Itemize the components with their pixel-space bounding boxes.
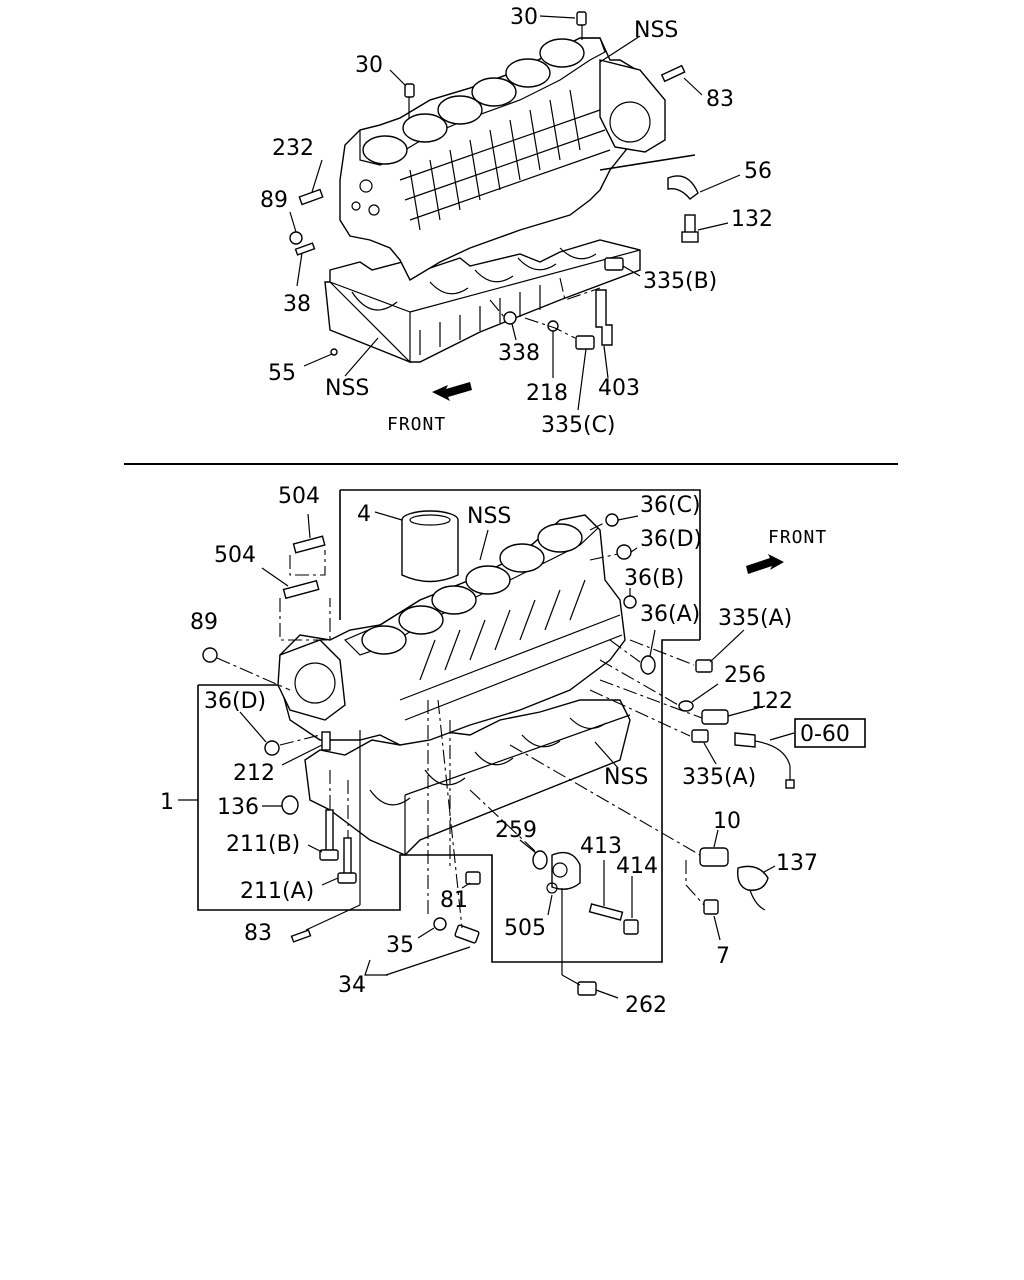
label-nss: NSS (325, 376, 369, 401)
label-36d: 36(D) (204, 689, 266, 714)
label-10: 10 (713, 809, 741, 834)
reference-box-label: 0-60 (800, 722, 850, 747)
label-211b: 211(B) (226, 832, 300, 857)
label-259: 259 (495, 818, 537, 843)
bottom-cylinder-block (197, 489, 701, 963)
label-505: 505 (504, 916, 546, 941)
label-36b: 36(B) (624, 566, 684, 591)
label-38: 38 (283, 292, 311, 317)
label-55: 55 (268, 361, 296, 386)
label-122: 122 (751, 689, 793, 714)
label-89: 89 (190, 610, 218, 635)
label-81: 81 (440, 888, 468, 913)
top-parts (289, 11, 741, 411)
label-262: 262 (625, 993, 667, 1018)
label-338: 338 (498, 341, 540, 366)
label-212: 212 (233, 761, 275, 786)
label-30-top: 30 (510, 5, 538, 30)
label-504: 504 (278, 484, 320, 509)
label-nss: NSS (604, 765, 648, 790)
label-36a: 36(A) (640, 602, 700, 627)
bottom-labels: 504 504 4 NSS 36(C) 36(D) 36(B) 36(A) 33… (160, 484, 850, 1018)
label-56: 56 (744, 159, 772, 184)
label-335a: 335(A) (718, 606, 792, 631)
label-35: 35 (386, 933, 414, 958)
label-504: 504 (214, 543, 256, 568)
label-218: 218 (526, 381, 568, 406)
label-403: 403 (598, 376, 640, 401)
label-335a: 335(A) (682, 765, 756, 790)
label-4: 4 (357, 502, 371, 527)
label-232: 232 (272, 136, 314, 161)
label-7: 7 (716, 944, 730, 969)
top-cylinder-block (324, 37, 666, 364)
label-335b: 335(B) (643, 269, 717, 294)
reference-box (794, 718, 866, 748)
bottom-parts (178, 510, 866, 999)
label-30: 30 (355, 53, 383, 78)
top-labels: 30 30 NSS 83 232 56 89 132 38 335(B) 338… (260, 5, 773, 438)
label-36c: 36(C) (640, 493, 701, 518)
label-nss: NSS (467, 504, 511, 529)
label-36d: 36(D) (640, 527, 702, 552)
label-83: 83 (706, 87, 734, 112)
label-413: 413 (580, 834, 622, 859)
label-136: 136 (217, 795, 259, 820)
label-335c: 335(C) (541, 413, 616, 438)
label-1: 1 (160, 790, 174, 815)
label-137: 137 (776, 851, 818, 876)
label-256: 256 (724, 663, 766, 688)
front-direction-label: FRONT (768, 527, 827, 548)
label-89: 89 (260, 188, 288, 213)
label-132: 132 (731, 207, 773, 232)
label-34: 34 (338, 973, 366, 998)
front-direction-label: FRONT (387, 414, 446, 435)
label-211a: 211(A) (240, 879, 314, 904)
label-414: 414 (616, 854, 658, 879)
label-83: 83 (244, 921, 272, 946)
label-nss: NSS (634, 18, 678, 43)
